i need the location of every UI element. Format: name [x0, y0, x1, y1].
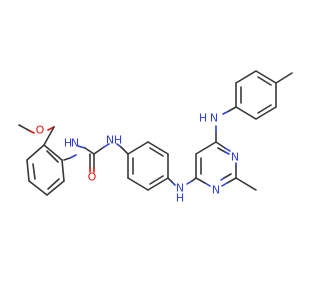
- bond: [28, 180, 48, 196]
- atom-label: N: [231, 151, 239, 164]
- atom-label: O: [36, 124, 45, 137]
- bond-layer: [18, 70, 293, 196]
- bond: [191, 177, 197, 182]
- bond: [217, 147, 226, 153]
- bond: [46, 180, 65, 196]
- atom-label-n: N: [210, 112, 218, 125]
- bond: [84, 147, 95, 155]
- chemical-structure-diagram: O H N N H O N H N N H N: [18, 70, 293, 205]
- bond: [255, 70, 277, 84]
- bond: [223, 173, 232, 179]
- bond: [103, 143, 110, 148]
- bond: [186, 180, 193, 185]
- bond: [43, 126, 55, 146]
- linker-nh: N H: [176, 182, 184, 205]
- bond: [171, 181, 176, 186]
- bond: [147, 141, 169, 155]
- carbonyl-oxygen: O: [88, 171, 97, 184]
- bond: [63, 157, 71, 161]
- bond: [167, 177, 173, 183]
- bond: [69, 154, 77, 159]
- bond: [215, 141, 226, 149]
- bond: [222, 110, 230, 115]
- bond: [77, 145, 86, 149]
- pyrimidine-n1: N: [231, 151, 239, 164]
- bond: [275, 72, 293, 84]
- bond: [195, 177, 206, 184]
- bond: [127, 177, 149, 191]
- bond: [47, 178, 60, 190]
- atom-label-n: N: [106, 134, 114, 147]
- bond: [26, 144, 45, 161]
- bond: [61, 159, 65, 182]
- atom-label-h: H: [64, 137, 72, 150]
- bond: [257, 104, 272, 114]
- atom-label-n: N: [176, 182, 184, 195]
- pyrimidine-n3: N: [212, 184, 220, 197]
- bond: [221, 182, 228, 187]
- bond: [224, 147, 231, 152]
- tolyl-nh: H N: [199, 112, 218, 125]
- bond: [228, 106, 237, 112]
- bond: [204, 182, 211, 187]
- bond: [149, 175, 164, 185]
- bond: [255, 106, 277, 120]
- bond: [26, 159, 30, 182]
- bond: [29, 130, 35, 134]
- atom-label-layer: O H N N H O N H N N H N: [36, 112, 239, 205]
- urea-right-nh: N H: [106, 134, 122, 147]
- atom-label-h: H: [114, 134, 122, 147]
- bond: [120, 146, 129, 155]
- bond: [18, 124, 31, 132]
- atom-label-h: H: [199, 112, 207, 125]
- bond: [93, 146, 105, 155]
- bond: [195, 141, 217, 155]
- bond: [235, 70, 257, 84]
- atom-label-h: H: [176, 192, 184, 205]
- urea-left-nh: H N: [64, 137, 79, 150]
- bond: [257, 76, 272, 86]
- bond: [235, 106, 257, 120]
- bond: [220, 177, 225, 181]
- bond: [127, 141, 149, 155]
- bond: [226, 177, 237, 184]
- atom-label: N: [212, 184, 220, 197]
- bond: [116, 143, 122, 148]
- bond: [32, 163, 36, 180]
- bond: [147, 177, 169, 191]
- bond: [224, 151, 230, 155]
- atom-label-n: N: [71, 137, 79, 150]
- atom-label: O: [88, 171, 97, 184]
- methoxy-oxygen: O: [36, 124, 45, 137]
- bond: [235, 177, 257, 191]
- bond: [149, 147, 164, 157]
- bond: [46, 150, 59, 163]
- bond: [43, 144, 63, 161]
